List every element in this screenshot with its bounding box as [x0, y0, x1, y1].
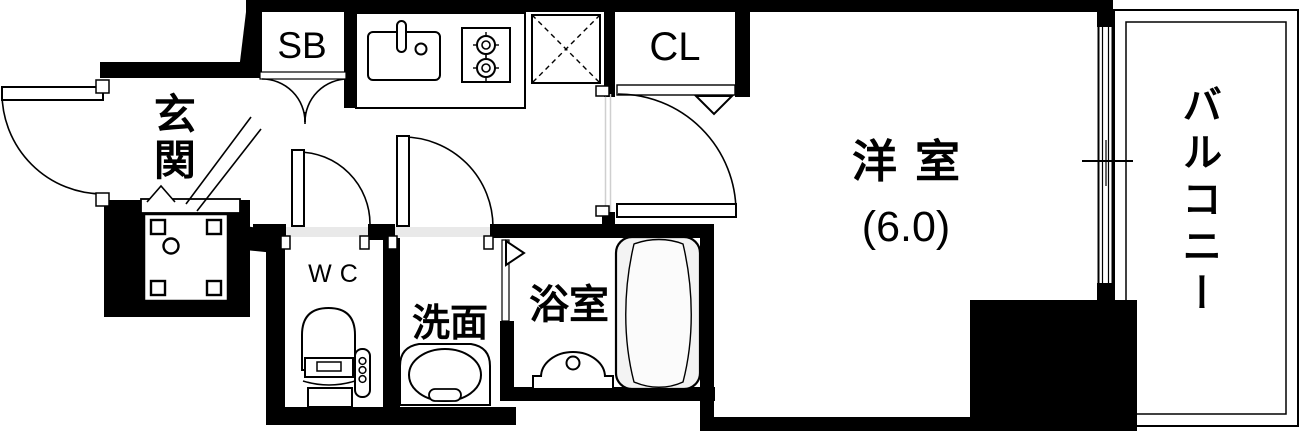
kitchen-sink-icon: [367, 20, 441, 81]
sliding-window-icon: [1082, 26, 1133, 283]
entrance-label: 玄関: [148, 92, 196, 184]
bath-folding-door-icon: [501, 239, 526, 322]
balcony-label: バルコニー: [1176, 84, 1221, 319]
door-frame-marks: [280, 235, 494, 250]
western-room-size: (6.0): [861, 203, 951, 251]
western-room-label: 洋室: [851, 136, 978, 187]
bathtub-icon: [614, 235, 713, 391]
shoe-box-label: SB: [277, 25, 327, 66]
bathroom-label: 浴室: [529, 283, 609, 327]
main-room-door-icon: [595, 85, 737, 218]
entrance-door-icon: [1, 79, 110, 207]
shoe-cabinet-doors-icon: [259, 71, 349, 124]
entrance-step-mark-icon: [146, 116, 262, 212]
stove-icon: [461, 27, 511, 83]
elevator-icon: [140, 198, 241, 303]
closet-label: CL: [649, 25, 701, 69]
refrigerator-space-icon: [531, 14, 601, 84]
balcony-outline: [1113, 9, 1299, 427]
wash-basin-icon: [399, 343, 491, 406]
toilet-icon: [301, 306, 371, 408]
thresholds: [286, 227, 490, 237]
toilet-label: WC: [308, 260, 366, 288]
closet-front: [616, 84, 736, 116]
kitchen-counter: [355, 12, 526, 109]
bath-counter-icon: [532, 351, 614, 390]
main-room-doorway: [604, 94, 612, 212]
folding-door-icon: [693, 95, 735, 116]
washroom-door-icon: [396, 135, 494, 228]
wc-door-icon: [291, 149, 371, 227]
washroom-label: 洗面: [411, 303, 488, 345]
